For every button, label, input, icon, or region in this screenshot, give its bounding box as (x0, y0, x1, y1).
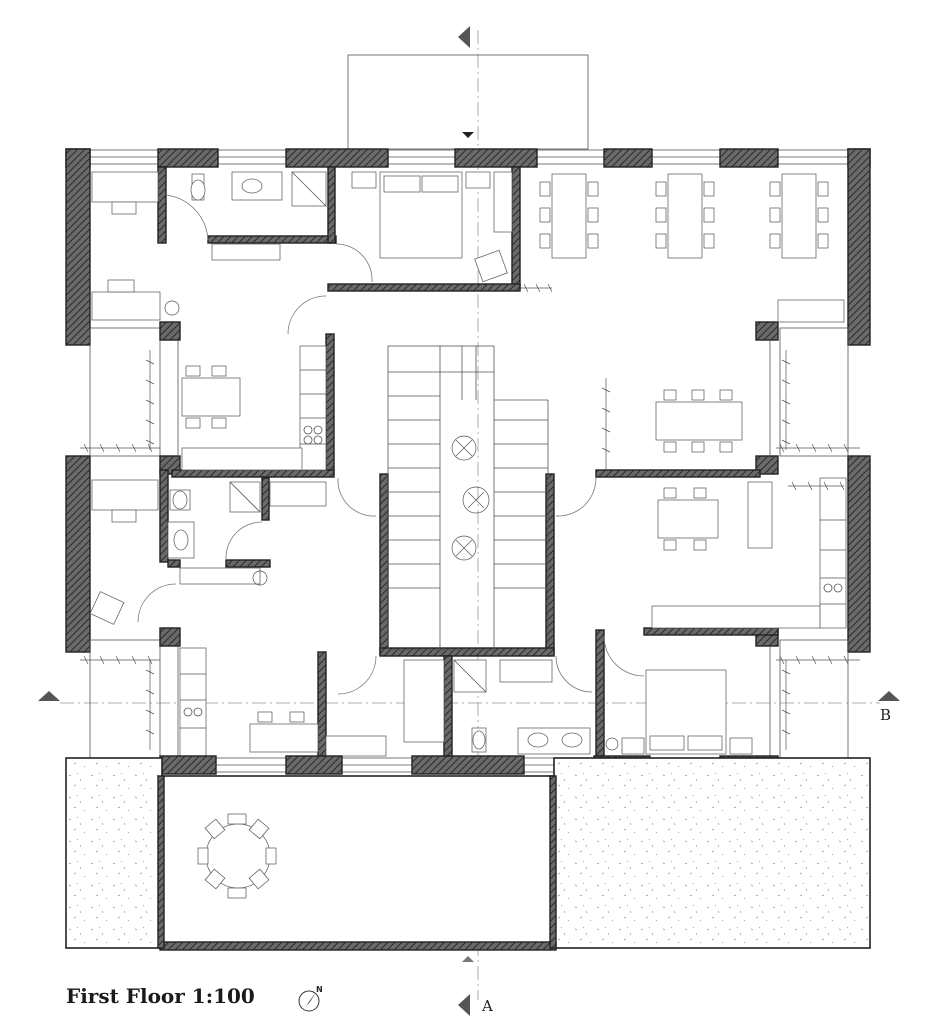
section-label-b: B (880, 706, 891, 724)
interior-walls (157, 166, 779, 757)
section-marker-b-left (38, 691, 60, 701)
north-label: N (316, 985, 323, 994)
south-terraces (65, 757, 871, 951)
section-marker-a-top (458, 26, 474, 962)
section-label-a: A (481, 997, 493, 1015)
section-marker-b-right: B (878, 691, 900, 724)
section-marker-a-bottom: A (458, 994, 493, 1016)
door-swings (137, 194, 645, 695)
furniture (89, 171, 847, 757)
planters (80, 283, 860, 800)
stair-core (387, 345, 549, 651)
drawing-title: First Floor 1:100 (66, 984, 255, 1008)
north-arrow-icon: N (298, 985, 323, 1012)
north-facade (65, 148, 871, 168)
